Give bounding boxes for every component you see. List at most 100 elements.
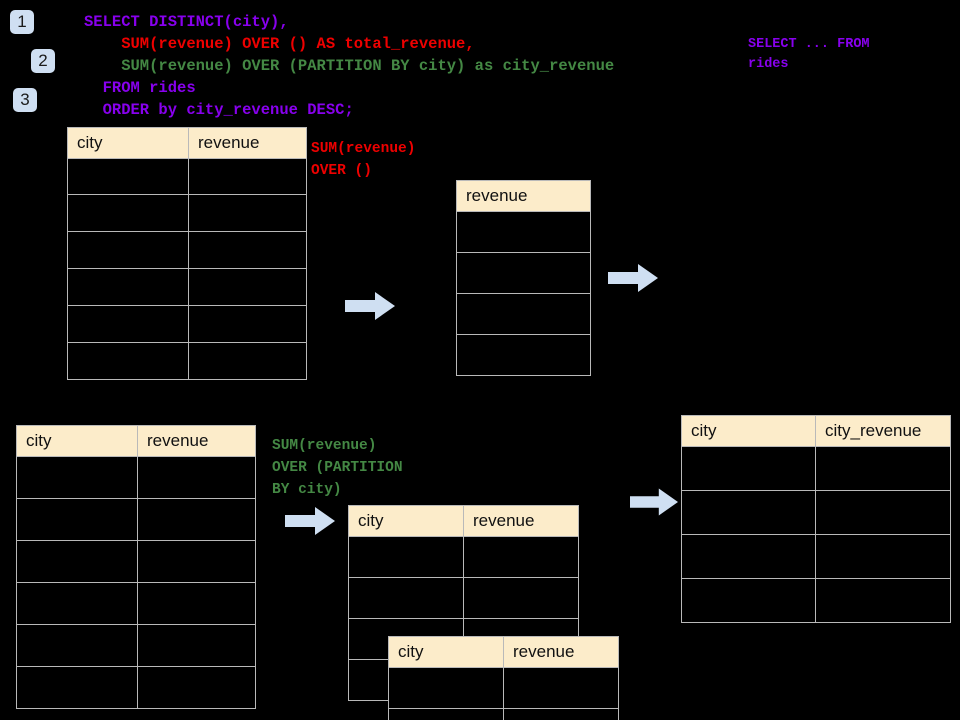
table-row xyxy=(16,456,256,499)
table-header-row: city city_revenue xyxy=(681,415,951,447)
arrow-total-to-result xyxy=(608,264,658,292)
table-row xyxy=(681,446,951,491)
table-header-row: revenue xyxy=(456,180,591,212)
column-header-city-revenue: city_revenue xyxy=(815,415,951,447)
rides-source-table-bottom: city revenue xyxy=(16,425,256,709)
cell xyxy=(16,540,138,583)
cell xyxy=(16,666,138,709)
table-row xyxy=(388,667,619,709)
table-row xyxy=(67,158,307,195)
table-header-row: city revenue xyxy=(388,636,619,668)
column-header-city: city xyxy=(681,415,816,447)
arrow-source-to-total xyxy=(345,292,395,320)
column-header-revenue: revenue xyxy=(503,636,619,668)
annotation-select-from-rides: SELECT ... FROM rides xyxy=(748,37,870,72)
cell xyxy=(681,534,816,579)
column-header-revenue: revenue xyxy=(188,127,307,159)
cell xyxy=(67,194,189,232)
column-header-revenue: revenue xyxy=(137,425,256,457)
step-badge-2: 2 xyxy=(31,49,55,73)
column-header-city: city xyxy=(388,636,504,668)
sql-line-select: SELECT DISTINCT(city), xyxy=(84,13,289,31)
cell xyxy=(681,446,816,491)
cell xyxy=(681,490,816,535)
cell xyxy=(137,582,256,625)
table-row xyxy=(16,540,256,583)
cell xyxy=(815,446,951,491)
table-row xyxy=(16,498,256,541)
annotation-sum-over-partition: SUM(revenue) OVER (PARTITION BY city) xyxy=(272,438,403,498)
arrow-source-to-partition xyxy=(285,507,335,535)
cell xyxy=(137,456,256,499)
cell xyxy=(456,334,591,376)
table-row xyxy=(67,342,307,380)
table-row xyxy=(348,536,579,578)
cell xyxy=(388,708,504,720)
table-header-row: city revenue xyxy=(16,425,256,457)
table-row xyxy=(388,708,619,720)
table-row xyxy=(456,293,591,335)
cell xyxy=(388,667,504,709)
arrow-partition-to-result xyxy=(630,488,678,516)
column-header-city: city xyxy=(348,505,464,537)
cell xyxy=(188,231,307,269)
cell xyxy=(16,498,138,541)
cell xyxy=(137,666,256,709)
table-row xyxy=(67,268,307,306)
cell xyxy=(16,456,138,499)
cell xyxy=(463,577,579,619)
cell xyxy=(463,536,579,578)
table-row xyxy=(16,666,256,709)
table-row xyxy=(67,305,307,343)
total-revenue-table: revenue xyxy=(456,180,591,376)
cell xyxy=(67,268,189,306)
cell xyxy=(815,490,951,535)
cell xyxy=(188,158,307,195)
table-row xyxy=(456,211,591,253)
column-header-city: city xyxy=(16,425,138,457)
table-row xyxy=(681,534,951,579)
cell xyxy=(67,305,189,343)
partition-group-table-front: city revenue xyxy=(388,636,619,720)
cell xyxy=(67,158,189,195)
sql-line-order-by: ORDER by city_revenue DESC; xyxy=(84,101,354,119)
cell xyxy=(503,667,619,709)
cell xyxy=(188,268,307,306)
cell xyxy=(681,578,816,623)
table-row xyxy=(16,582,256,625)
cell xyxy=(16,624,138,667)
table-row xyxy=(67,231,307,269)
cell xyxy=(67,231,189,269)
sql-line-sum-over-partition: SUM(revenue) OVER (PARTITION BY city) as… xyxy=(84,57,615,75)
table-row xyxy=(456,252,591,294)
table-row xyxy=(348,577,579,619)
cell xyxy=(188,194,307,232)
table-header-row: city revenue xyxy=(67,127,307,159)
cell xyxy=(67,342,189,380)
step-badge-3: 3 xyxy=(13,88,37,112)
table-row xyxy=(67,194,307,232)
column-header-revenue: revenue xyxy=(463,505,579,537)
cell xyxy=(815,534,951,579)
cell xyxy=(137,624,256,667)
cell xyxy=(456,211,591,253)
column-header-revenue: revenue xyxy=(456,180,591,212)
table-row xyxy=(456,334,591,376)
cell xyxy=(137,540,256,583)
column-header-city: city xyxy=(67,127,189,159)
cell xyxy=(348,577,464,619)
annotation-sum-over-empty: SUM(revenue) OVER () xyxy=(311,141,416,179)
sql-line-sum-over-empty: SUM(revenue) OVER () AS total_revenue, xyxy=(84,35,475,53)
cell xyxy=(137,498,256,541)
cell xyxy=(456,293,591,335)
table-row xyxy=(681,490,951,535)
step-badge-1: 1 xyxy=(10,10,34,34)
sql-line-from: FROM rides xyxy=(84,79,196,97)
rides-source-table-top: city revenue xyxy=(67,127,307,380)
cell xyxy=(348,536,464,578)
cell xyxy=(16,582,138,625)
cell xyxy=(456,252,591,294)
final-result-table: city city_revenue xyxy=(681,415,951,623)
cell xyxy=(815,578,951,623)
